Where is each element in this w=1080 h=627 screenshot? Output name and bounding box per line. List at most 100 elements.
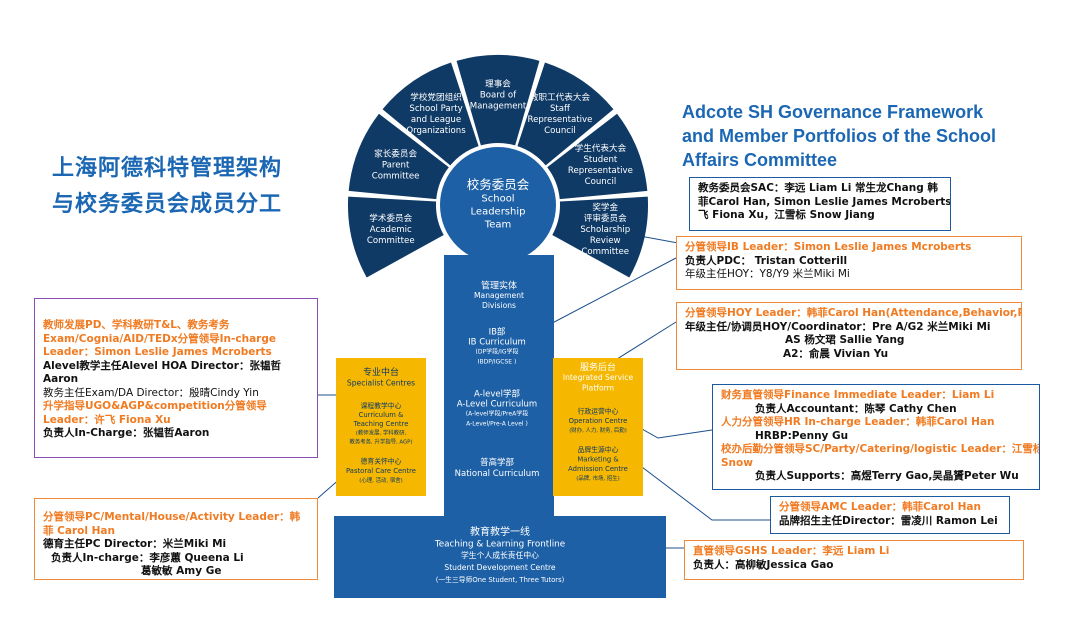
fan-label-1-line-2: Committee xyxy=(372,171,420,181)
english-title-line1: Adcote SH Governance Framework xyxy=(682,102,984,122)
center-label-line-2: Leadership xyxy=(471,207,526,218)
fan-label-6-line-2: Scholarship xyxy=(580,225,630,235)
left-gold-title-line-0: 专业中台 xyxy=(363,366,399,378)
management-divisions-stem xyxy=(444,255,554,517)
td-line7: 升学指导UGO&AGP&competition分管领导 xyxy=(43,400,267,412)
fan-label-5-line-1: Student xyxy=(583,155,617,165)
stem-header-line-0: 管理实体 xyxy=(481,280,517,292)
right-gold-sub2-line-1: Marketing & xyxy=(577,455,619,463)
chinese-title-line1: 上海阿德科特管理架构 xyxy=(52,156,283,181)
fan-label-3-line-0: 理事会 xyxy=(485,78,511,90)
stem-national-line-0: 普高学部 xyxy=(480,457,515,468)
fan-label-6-line-4: Committee xyxy=(581,247,629,257)
stem-ib-line-2: (DP学段/IG学段 xyxy=(475,348,518,356)
td-line1: 教师发展PD、学科教研T&L、教务考务 xyxy=(43,319,230,331)
fan-label-4-line-1: Staff xyxy=(550,104,571,114)
fan-label-3-line-2: Management xyxy=(470,102,527,112)
right-gold-sub2-line-2: Admission Centre xyxy=(568,465,628,473)
left-gold-sub2-line-2: (心理, 活动, 宿舍) xyxy=(359,476,402,484)
sac-line1: 教务委员会SAC：李远 Liam Li 常生龙Chang 韩 xyxy=(698,182,938,194)
fan-label-2-line-3: Organizations xyxy=(406,126,466,136)
fan-label-1-line-1: Parent xyxy=(382,160,410,170)
fan-label-5-line-0: 学生代表大会 xyxy=(575,142,627,154)
frontline-line-2: 学生个人成长责任中心 xyxy=(461,550,539,560)
committee-fan xyxy=(348,55,648,278)
right-gold-sub2-line-0: 品牌生源中心 xyxy=(578,445,619,454)
left-gold-sub2-line-1: Pastoral Care Centre xyxy=(346,467,416,475)
frontline-line-0: 教育教学一线 xyxy=(470,525,530,538)
ib-leader-box: 分管领导IB Leader：Simon Leslie James Mcrober… xyxy=(676,236,1022,290)
pc-line4: 负责人In-charge：李彦蕙 Queena Li xyxy=(51,551,244,564)
stem-alevel-line-3: A-Level/Pre-A Level ) xyxy=(466,421,528,428)
finance-line5: 校办后勤分管领导SC/Party/Catering/logistic Leade… xyxy=(721,443,1040,455)
fan-label-2-line-1: School Party xyxy=(409,104,462,114)
teacher-development-box: 教师发展PD、学科教研T&L、教务考务 Exam/Cognia/AID/TEDx… xyxy=(34,298,318,458)
left-gold-sub1-line-0: 课程教学中心 xyxy=(361,401,402,410)
td-line2: Exam/Cognia/AID/TEDx分管领导In-charge xyxy=(43,332,276,345)
stem-alevel-line-1: A-Level Curriculum xyxy=(457,400,537,410)
fan-segment-0 xyxy=(348,196,444,278)
specialist-centres-box xyxy=(336,358,426,496)
amc-box: 分管领导AMC Leader：韩菲Carol Han 品牌招生主任Directo… xyxy=(770,496,1010,534)
fan-segment-2 xyxy=(382,62,479,166)
fan-label-0-line-1: Academic xyxy=(370,225,412,235)
left-gold-sub1-line-3: (教师发展, 学科教研, xyxy=(356,429,407,437)
pc-line3: 德育主任PC Director：米兰Miki Mi xyxy=(43,538,227,550)
center-label-line-3: Team xyxy=(484,220,511,231)
stem-ib-line-0: IB部 xyxy=(489,327,506,338)
left-gold-sub1-line-4: 教务考务, 升学指导, AGP) xyxy=(349,438,412,446)
fan-label-1-line-0: 家长委员会 xyxy=(374,147,417,159)
stem-alevel-line-0: A-level学部 xyxy=(474,389,520,400)
hoy-leader-box: 分管领导HOY Leader：韩菲Carol Han(Attendance,Be… xyxy=(676,302,1022,370)
hoy-line1: 分管领导HOY Leader：韩菲Carol Han(Attendance,Be… xyxy=(685,307,1022,319)
fan-label-6-line-3: Review xyxy=(590,236,621,246)
left-gold-sub1-line-2: Teaching Centre xyxy=(353,420,409,428)
right-gold-title-line-1: Integrated Service xyxy=(563,373,634,382)
ib-leader-line3: 年级主任HOY：Y8/Y9 米兰Miki Mi xyxy=(685,268,850,280)
amc-line1: 分管领导AMC Leader：韩菲Carol Han xyxy=(779,501,981,513)
center-label-line-1: School xyxy=(481,194,514,205)
connector-amc xyxy=(625,454,770,521)
pc-line1: 分管领导PC/Mental/House/Activity Leader：韩 xyxy=(43,511,301,523)
fan-label-5-line-3: Council xyxy=(585,177,617,187)
right-gold-title-line-2: Platform xyxy=(582,384,614,393)
fan-segment-5 xyxy=(547,113,648,200)
td-line6: 教务主任Exam/DA Director：殷晴Cindy Yin xyxy=(43,386,259,399)
finance-line3: 人力分管领导HR In-charge Leader：韩菲Carol Han xyxy=(721,416,995,428)
diagram-labels: 学术委员会AcademicCommittee家长委员会ParentCommitt… xyxy=(346,78,633,585)
right-gold-sub1-line-0: 行政运营中心 xyxy=(578,407,619,416)
structure-body xyxy=(334,147,666,598)
fan-label-0-line-2: Committee xyxy=(367,236,415,246)
stem-ib-line-3: IBDP/IGCSE ) xyxy=(478,359,517,366)
frontline-line-1: Teaching & Learning Frontline xyxy=(434,540,565,550)
td-line5: Aaron xyxy=(43,373,79,385)
right-gold-sub1-line-1: Operation Centre xyxy=(569,417,628,425)
gshs-box: 直管领导GSHS Leader：李远 Liam Li 负责人：高柳敏Jessic… xyxy=(684,540,1024,580)
fan-label-5-line-2: Representative xyxy=(568,166,633,176)
stem-header-line-1: Management xyxy=(474,291,524,300)
english-title-line2: and Member Portfolios of the School xyxy=(682,126,997,146)
finance-line2: 负责人Accountant：陈琴 Cathy Chen xyxy=(755,402,957,415)
gshs-line1: 直管领导GSHS Leader：李远 Liam Li xyxy=(693,545,890,557)
center-label-line-0: 校务委员会 xyxy=(467,177,530,192)
ib-leader-line1: 分管领导IB Leader：Simon Leslie James Mcrober… xyxy=(685,241,972,253)
frontline-line-4: (一生三导师One Student, Three Tutors) xyxy=(436,575,565,584)
td-line4: Alevel教学主任Alevel HOA Director：张韫哲 xyxy=(43,359,281,372)
td-line9: 负责人In-Charge：张韫哲Aaron xyxy=(43,427,210,439)
fan-label-4-line-0: 教职工代表大会 xyxy=(530,91,591,103)
fan-label-6-line-0: 奖学金 xyxy=(592,201,618,213)
fan-label-4-line-2: Representative xyxy=(527,115,592,125)
fan-label-3-line-1: Board of xyxy=(480,91,517,101)
frontline-line-3: Student Development Centre xyxy=(444,563,556,572)
right-gold-sub2-line-3: (品牌, 市场, 招生) xyxy=(576,474,619,482)
stem-ib-line-1: IB Curriculum xyxy=(468,338,526,348)
sac-members-box: 教务委员会SAC：李远 Liam Li 常生龙Chang 韩 菲Carol Ha… xyxy=(689,177,951,231)
pastoral-leader-box: 分管领导PC/Mental/House/Activity Leader：韩 菲 … xyxy=(34,498,318,580)
finance-hr-box: 财务直管领导Finance Immediate Leader：Liam Li 负… xyxy=(712,384,1040,490)
finance-line1: 财务直管领导Finance Immediate Leader：Liam Li xyxy=(721,389,995,401)
fan-label-2-line-0: 学校党团组织 xyxy=(410,91,462,103)
sac-line3: 飞 Fiona Xu，江雪标 Snow Jiang xyxy=(698,209,875,221)
ib-leader-line2: 负责人PDC： Tristan Cotterill xyxy=(685,254,848,267)
td-line3: Leader：Simon Leslie James Mcroberts xyxy=(43,346,272,358)
